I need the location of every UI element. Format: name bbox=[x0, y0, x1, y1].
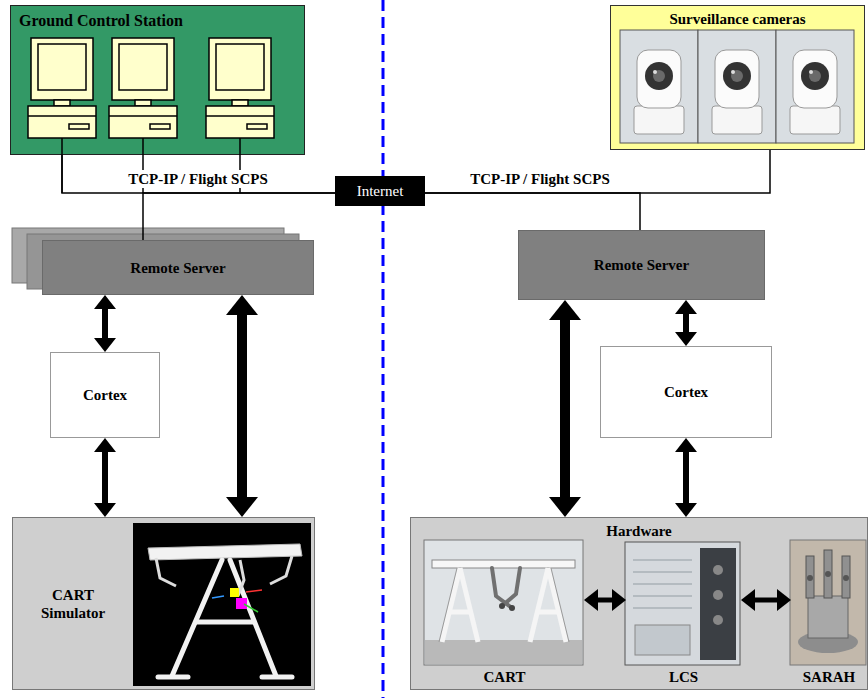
lcs-photo bbox=[625, 542, 740, 665]
sarah-photo bbox=[790, 540, 866, 665]
node-title: LCS bbox=[669, 668, 698, 686]
network-line bbox=[425, 193, 640, 230]
camera-photos bbox=[620, 30, 854, 143]
label-anchor: TCP-IP / Flight SCPS bbox=[467, 170, 613, 188]
data-arrow bbox=[598, 598, 612, 603]
label-anchor: TCP-IP / Flight SCPS bbox=[125, 170, 271, 188]
server-box: Remote Server bbox=[42, 240, 314, 295]
node-title: SARAH bbox=[803, 668, 856, 686]
data-arrow bbox=[237, 315, 247, 497]
server-box: Remote Server bbox=[518, 230, 765, 300]
cart-photo bbox=[424, 540, 583, 665]
hardware-box: HardwareCART LCS SARAH bbox=[410, 517, 868, 690]
protocol-label: TCP-IP / Flight SCPS bbox=[467, 170, 613, 188]
hardware-unit: CART bbox=[425, 541, 584, 687]
data-arrow bbox=[560, 320, 570, 497]
network-line bbox=[143, 193, 335, 240]
node-title: Cortex bbox=[83, 386, 127, 404]
node-title: Cortex bbox=[664, 383, 708, 401]
node-title: CART bbox=[484, 668, 526, 686]
data-arrow bbox=[755, 598, 777, 603]
computer-icons bbox=[28, 38, 274, 138]
hardware-unit: SARAH bbox=[791, 541, 867, 687]
process-box: Cortex bbox=[600, 346, 772, 438]
simulator-render bbox=[133, 523, 311, 686]
node-title: Remote Server bbox=[594, 256, 689, 274]
simulator-box: CART Simulator bbox=[12, 517, 315, 690]
data-arrow bbox=[102, 309, 108, 338]
node-title: Hardware bbox=[606, 522, 672, 540]
network-line bbox=[425, 150, 770, 193]
hardware-unit: LCS bbox=[626, 543, 741, 687]
node-title: Surveillance cameras bbox=[669, 10, 805, 28]
divider-line bbox=[382, 0, 385, 698]
station-box: Ground Control Station bbox=[10, 5, 305, 155]
camera-box: Surveillance cameras bbox=[610, 5, 865, 150]
node-title: CART Simulator bbox=[23, 586, 123, 622]
node-title: Ground Control Station bbox=[19, 11, 183, 30]
process-box: Cortex bbox=[50, 352, 160, 438]
node-title: Internet bbox=[357, 182, 404, 200]
data-arrow bbox=[683, 314, 689, 332]
network-line bbox=[62, 155, 335, 193]
data-arrow bbox=[683, 452, 689, 503]
data-arrow bbox=[102, 452, 108, 503]
protocol-label: TCP-IP / Flight SCPS bbox=[125, 170, 271, 188]
network-box: Internet bbox=[335, 176, 425, 206]
node-title: Remote Server bbox=[130, 259, 225, 277]
